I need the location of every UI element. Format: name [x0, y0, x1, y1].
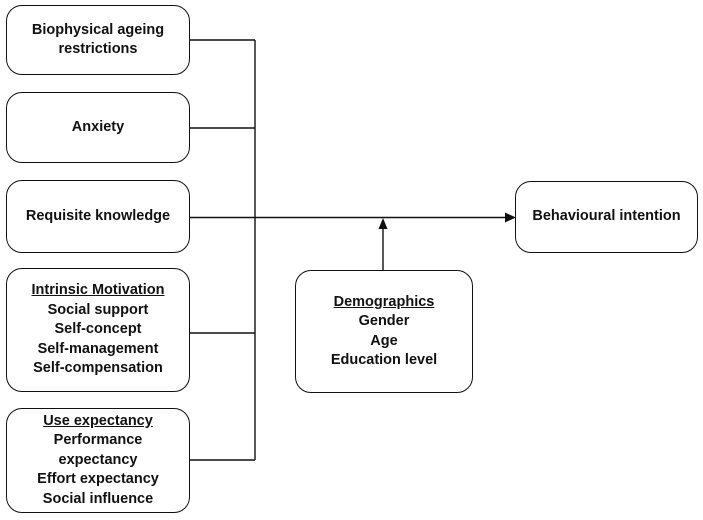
box-anxiety: Anxiety: [6, 92, 190, 163]
box-item: Self-concept: [54, 321, 142, 338]
box-behavioural-intention: Behavioural intention: [515, 181, 698, 253]
box-item: Self-compensation: [33, 360, 163, 377]
box-item: Age: [370, 332, 398, 349]
box-demographics: Demographics Gender Age Education level: [295, 270, 473, 393]
box-item: Effort expectancy: [37, 471, 159, 488]
box-item: Self-management: [37, 340, 159, 357]
box-use-expectancy: Use expectancy Performance expectancy Ef…: [6, 408, 190, 513]
box-item: Education level: [330, 352, 438, 368]
box-title: Behavioural intention: [532, 208, 681, 225]
box-biophysical-ageing-restrictions: Biophysical ageing restrictions: [6, 5, 190, 75]
box-title: Requisite knowledge: [25, 207, 171, 224]
box-requisite-knowledge: Requisite knowledge: [6, 180, 190, 253]
box-intrinsic-motivation: Intrinsic Motivation Social support Self…: [6, 268, 190, 392]
box-item: Gender: [358, 313, 410, 329]
box-item: Social support: [47, 301, 149, 318]
box-item: Social influence: [42, 490, 154, 507]
box-title: Intrinsic Motivation: [31, 282, 165, 299]
box-title: Anxiety: [71, 118, 125, 135]
box-title: Use expectancy: [43, 412, 153, 429]
box-title: Biophysical ageing restrictions: [31, 21, 165, 58]
main-arrowhead: [505, 212, 516, 223]
box-item: Performance expectancy: [53, 432, 143, 468]
demographics-arrowhead: [378, 218, 388, 229]
box-title: Demographics: [333, 293, 435, 310]
